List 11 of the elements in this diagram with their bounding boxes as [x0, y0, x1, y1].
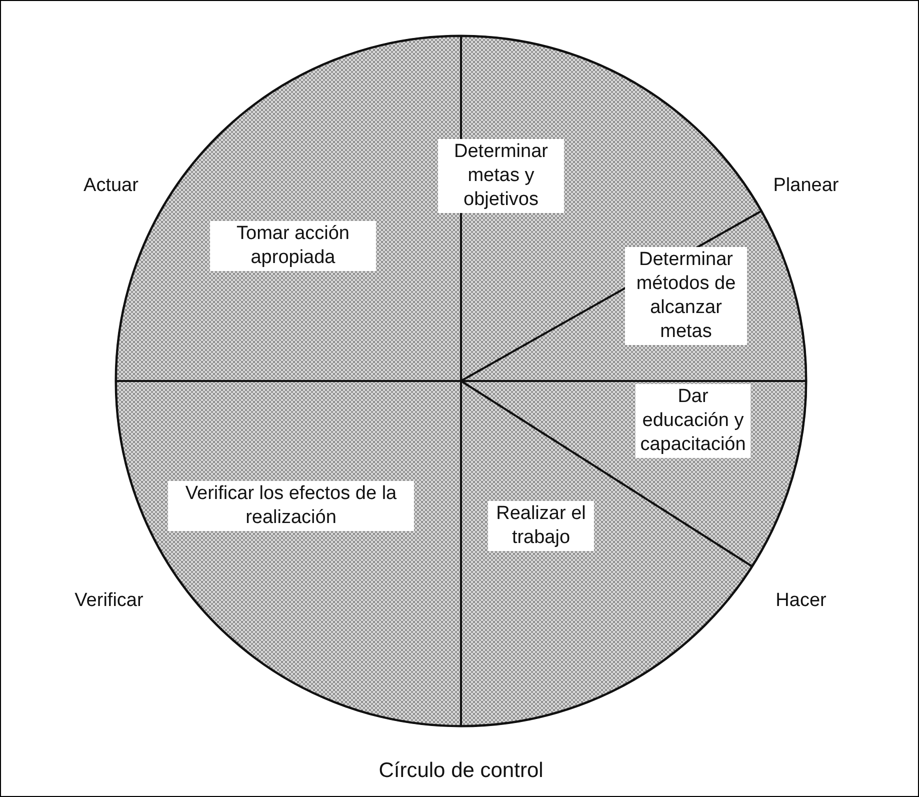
sector-label: Determinar métodos de alcanzar metas: [625, 247, 747, 345]
caption: Círculo de control: [378, 759, 544, 783]
phase-label: Actuar: [84, 175, 138, 197]
phase-label: Verificar: [74, 590, 144, 612]
phase-label: Hacer: [776, 590, 826, 612]
sector-label: Realizar el trabajo: [488, 501, 594, 551]
sector-label: Determinar metas y objetivos: [438, 139, 564, 213]
sector-label: Dar educación y capacitación: [636, 384, 750, 458]
sector-label: Verificar los efectos de la realización: [168, 481, 414, 531]
phase-label: Planear: [773, 175, 839, 197]
sector-label: Tomar acción apropiada: [210, 221, 376, 271]
